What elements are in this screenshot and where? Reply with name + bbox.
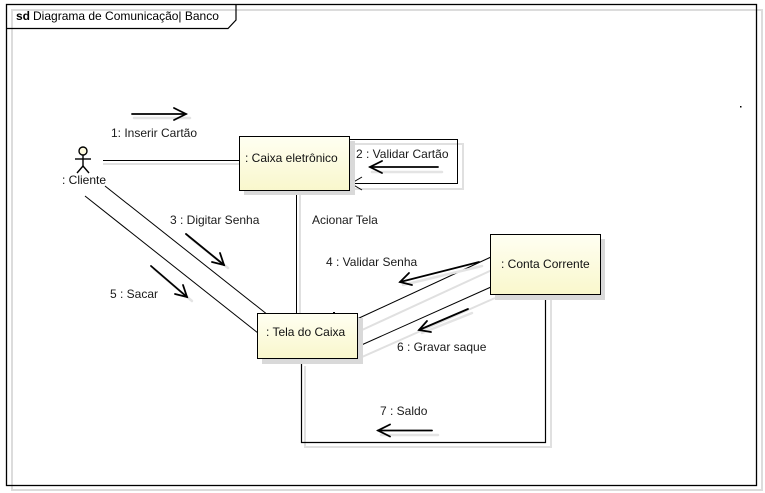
object-label: : Tela do Caixa <box>266 325 345 339</box>
link-shadow <box>355 143 464 190</box>
stray-dot <box>740 106 742 108</box>
arrow-right-icon <box>131 107 192 121</box>
message-label: 5 : Sacar <box>110 287 158 301</box>
link-shadow <box>304 300 552 448</box>
link-label-acionar-tela: Acionar Tela <box>312 213 378 227</box>
object-conta-corrente[interactable]: : Conta Corrente <box>490 234 606 301</box>
object-label: : Conta Corrente <box>501 257 590 271</box>
link-cliente-tela-2[interactable] <box>84 195 259 334</box>
arrow-down-left-icon <box>398 261 484 287</box>
link-tela-conta-loop[interactable] <box>300 295 547 444</box>
arrow-left-icon <box>375 423 440 438</box>
object-box <box>490 234 601 295</box>
message-4[interactable]: 4 : Validar Senha <box>326 255 484 287</box>
message-label: 6 : Gravar saque <box>397 340 487 354</box>
message-label: 3 : Digitar Senha <box>170 213 260 227</box>
actor-name: : Cliente <box>62 173 106 187</box>
frame-title-tab <box>6 4 237 30</box>
object-caixa-eletronico[interactable]: : Caixa eletrônico <box>239 136 356 196</box>
object-label: : Caixa eletrônico <box>245 151 338 165</box>
links <box>84 139 552 448</box>
stray-dot <box>333 312 335 314</box>
message-label: 4 : Validar Senha <box>326 255 417 269</box>
actor-cliente[interactable]: : Cliente <box>62 146 106 187</box>
message-label: 7 : Saldo <box>380 404 428 418</box>
message-2[interactable]: 2 : Validar Cartão <box>356 147 449 174</box>
message-1[interactable]: 1: Inserir Cartão <box>111 107 197 140</box>
link-shadow <box>361 297 496 358</box>
link-shadow <box>361 269 493 331</box>
object-box <box>257 313 358 359</box>
stick-figure-icon <box>75 146 91 174</box>
link-conta-tela-2[interactable] <box>356 286 492 348</box>
message-6[interactable]: 6 : Gravar saque <box>397 308 487 354</box>
link-caixa-self[interactable] <box>350 139 458 184</box>
object-tela-do-caixa[interactable]: : Tela do Caixa <box>257 313 364 365</box>
message-3[interactable]: 3 : Digitar Senha <box>170 213 260 270</box>
arrow-left-icon <box>367 160 444 174</box>
message-label: 2 : Validar Cartão <box>356 147 449 161</box>
arrow-down-left-icon <box>417 308 474 335</box>
object-box <box>239 136 350 191</box>
link-conta-tela-1[interactable] <box>356 256 492 320</box>
message-label: 1: Inserir Cartão <box>111 126 197 140</box>
arrow-down-right-icon <box>150 265 194 303</box>
frame-keyword: sd <box>16 9 30 23</box>
link-cliente-tela-1[interactable] <box>104 185 269 316</box>
message-5[interactable]: 5 : Sacar <box>110 265 194 303</box>
message-7[interactable]: 7 : Saldo <box>375 404 440 438</box>
frame-title-text: Diagrama de Comunicação| Banco <box>33 9 219 23</box>
arrow-down-right-icon <box>185 233 230 270</box>
